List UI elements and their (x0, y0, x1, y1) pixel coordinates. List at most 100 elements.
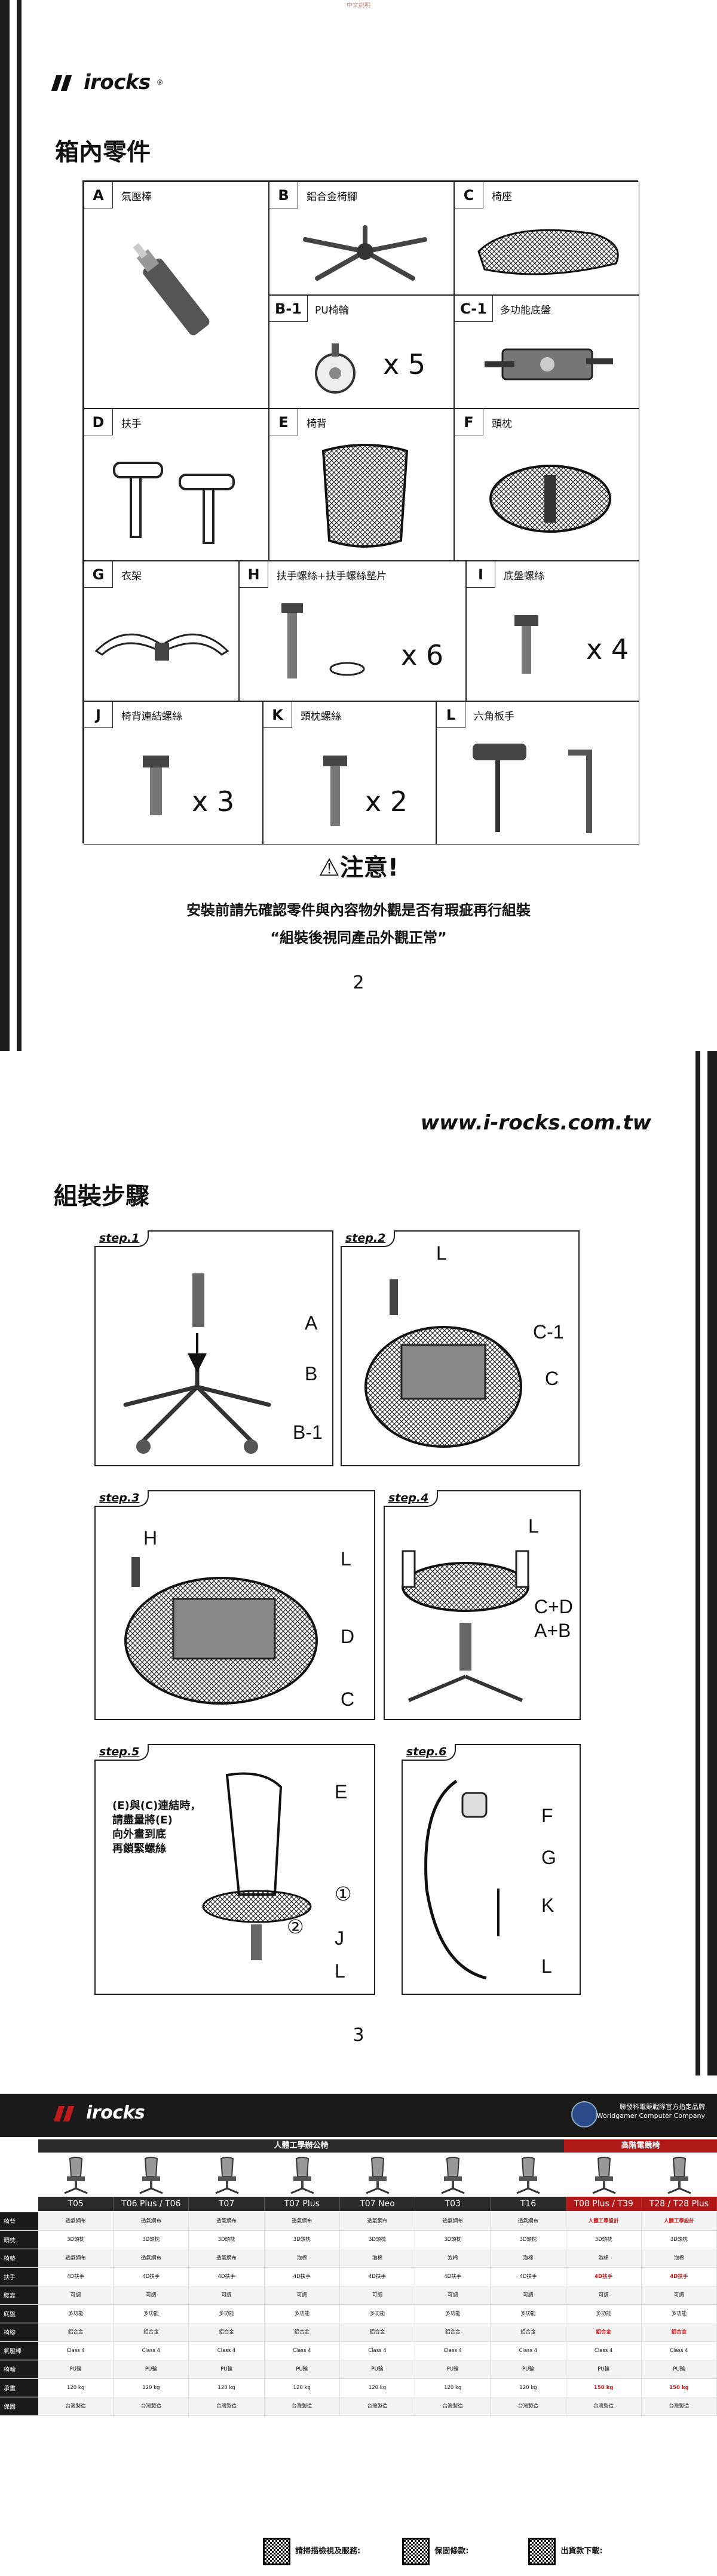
spec-cell: 可調 (38, 2286, 114, 2304)
part-cell-f: F 頭枕 (454, 409, 639, 561)
spec-cell: 4D扶手 (265, 2268, 340, 2286)
spec-row: 保固台灣製造台灣製造台灣製造台灣製造台灣製造台灣製造台灣製造台灣製造台灣製造 (0, 2397, 717, 2416)
label-ab: A+B (534, 1620, 571, 1641)
warranty-label: 保固條款: (434, 2547, 469, 2556)
warranty-qr-icon[interactable] (402, 2538, 430, 2565)
category-gaming: 高階電競椅 (564, 2139, 717, 2153)
spec-row: 腰靠可調可調可調可調可調可調可調可調可調 (0, 2286, 717, 2305)
spec-cell: 4D扶手 (189, 2268, 265, 2286)
spec-sheet: irocks 聯發科電競戰隊官方指定品牌 Worldgamer Computer… (0, 2093, 717, 2565)
spec-row-label: 椅輪 (0, 2360, 38, 2378)
service-qr-icon[interactable] (263, 2538, 290, 2565)
hex-key-icon (473, 744, 592, 833)
step1-illustration (123, 1273, 271, 1454)
step-1-panel: step.1 A B B-1 (94, 1230, 333, 1466)
part-letter: G (84, 561, 113, 588)
part-letter: K (263, 702, 292, 728)
spec-cell: 可調 (415, 2286, 491, 2304)
page-title: 組裝步驟 (54, 1183, 149, 1210)
download-qr-icon[interactable] (528, 2538, 556, 2565)
parts-page: 中文說明 irocks ® 箱內零件 A 氣壓棒 B 鋁合金椅腳 C 椅座 (0, 0, 717, 1051)
spec-cell: 3D頭枕 (114, 2231, 189, 2249)
spec-cell: PU輪 (642, 2360, 717, 2378)
spec-cell: PU輪 (114, 2360, 189, 2378)
step5-note: (E)與(C)連結時， 請盡量將(E) 向外畫到底 再鎖緊螺絲 (112, 1799, 201, 1856)
brand-mark-icon (51, 74, 78, 91)
part-name: 椅背 (307, 418, 327, 430)
right-margin-bar-thin (695, 1051, 700, 2075)
chair-thumbnail-icon (642, 2154, 717, 2196)
left-margin-bar (0, 0, 10, 1051)
step-marker-1: ① (335, 1883, 352, 1905)
spec-cell: 4D扶手 (114, 2268, 189, 2286)
spec-cell: 透氣網布 (265, 2212, 340, 2230)
spec-table: 椅背透氣網布透氣網布透氣網布透氣網布透氣網布透氣網布透氣網布人體工學設計人體工學… (0, 2212, 717, 2416)
spec-cell: 120 kg (38, 2379, 114, 2397)
part-letter: J (84, 702, 113, 728)
warning-title-text: 注意! (339, 854, 399, 882)
spec-cell: Class 4 (491, 2342, 566, 2360)
part-name: PU椅輪 (315, 305, 349, 317)
spec-cell: PU輪 (265, 2360, 340, 2378)
spec-cell: 台灣製造 (566, 2397, 642, 2415)
spec-cell: PU輪 (566, 2360, 642, 2378)
part-letter: D (84, 409, 113, 435)
spec-cell: 鋁合金 (114, 2323, 189, 2341)
brand-logo: irocks ® (51, 70, 164, 94)
label-h: H (143, 1527, 158, 1549)
chair-thumbnails (38, 2154, 717, 2196)
spec-cell: PU輪 (38, 2360, 114, 2378)
part-letter: L (437, 702, 465, 728)
spec-cell: 透氣網布 (189, 2249, 265, 2267)
partner-badge-icon (571, 2101, 598, 2127)
spec-cell: Class 4 (189, 2342, 265, 2360)
part-cell-i: I 底盤螺絲 x 4 (466, 561, 639, 701)
chair-base-icon (303, 225, 427, 281)
spec-cell: 台灣製造 (415, 2397, 491, 2415)
mechanism-icon (485, 348, 613, 380)
spec-cell: 透氣網布 (189, 2212, 265, 2230)
spec-row-label: 保固 (0, 2397, 38, 2415)
partner-text: 聯發科電競戰隊官方指定品牌 Worldgamer Computer Compan… (596, 2103, 705, 2120)
spec-cell: 3D頭枕 (189, 2231, 265, 2249)
spec-cell: 可調 (566, 2286, 642, 2304)
page-title: 箱內零件 (55, 139, 151, 166)
service-label: 請掃描檢視及服務: (295, 2547, 361, 2556)
part-name: 多功能底盤 (500, 305, 551, 317)
hanger-icon (94, 633, 229, 661)
screw-washer-icon (281, 603, 365, 678)
spec-cell: 台灣製造 (265, 2397, 340, 2415)
label-l: L (436, 1242, 447, 1264)
spec-cell: 3D頭枕 (566, 2231, 642, 2249)
spec-cell: 4D扶手 (38, 2268, 114, 2286)
label-cd: C+D (534, 1596, 573, 1617)
chair-thumbnail-icon (340, 2154, 415, 2196)
part-name: 頭枕 (492, 418, 512, 430)
step-tag: step.5 (94, 1744, 149, 1761)
spec-row-label: 椅背 (0, 2212, 38, 2230)
brand-name: irocks (86, 2102, 145, 2123)
part-name: 扶手 (121, 418, 142, 430)
note-line: 請盡量將(E) (112, 1814, 173, 1826)
spec-cell: 多功能 (566, 2305, 642, 2323)
part-quantity: x 5 (383, 348, 426, 380)
spec-cell: 泡棉 (642, 2249, 717, 2267)
armrest-icon (113, 462, 235, 544)
spec-cell: 鋁合金 (340, 2323, 416, 2341)
left-margin-bar-thin (17, 0, 22, 1051)
label-f: F (541, 1805, 553, 1826)
headrest-screw-icon (323, 756, 347, 826)
spec-row-label: 底盤 (0, 2305, 38, 2323)
part-quantity: x 6 (401, 639, 444, 671)
backrest-icon (321, 444, 409, 548)
spec-cell: 泡棉 (491, 2249, 566, 2267)
spec-cell: 多功能 (114, 2305, 189, 2323)
spec-cell: 鋁合金 (491, 2323, 566, 2341)
sheet-header: irocks 聯發科電競戰隊官方指定品牌 Worldgamer Computer… (0, 2094, 717, 2137)
step5-illustration (202, 1772, 312, 1960)
seat-icon (477, 229, 619, 275)
spec-cell: 人體工學設計 (566, 2212, 642, 2230)
spec-cell: 可調 (642, 2286, 717, 2304)
base-screw-icon (514, 615, 538, 674)
